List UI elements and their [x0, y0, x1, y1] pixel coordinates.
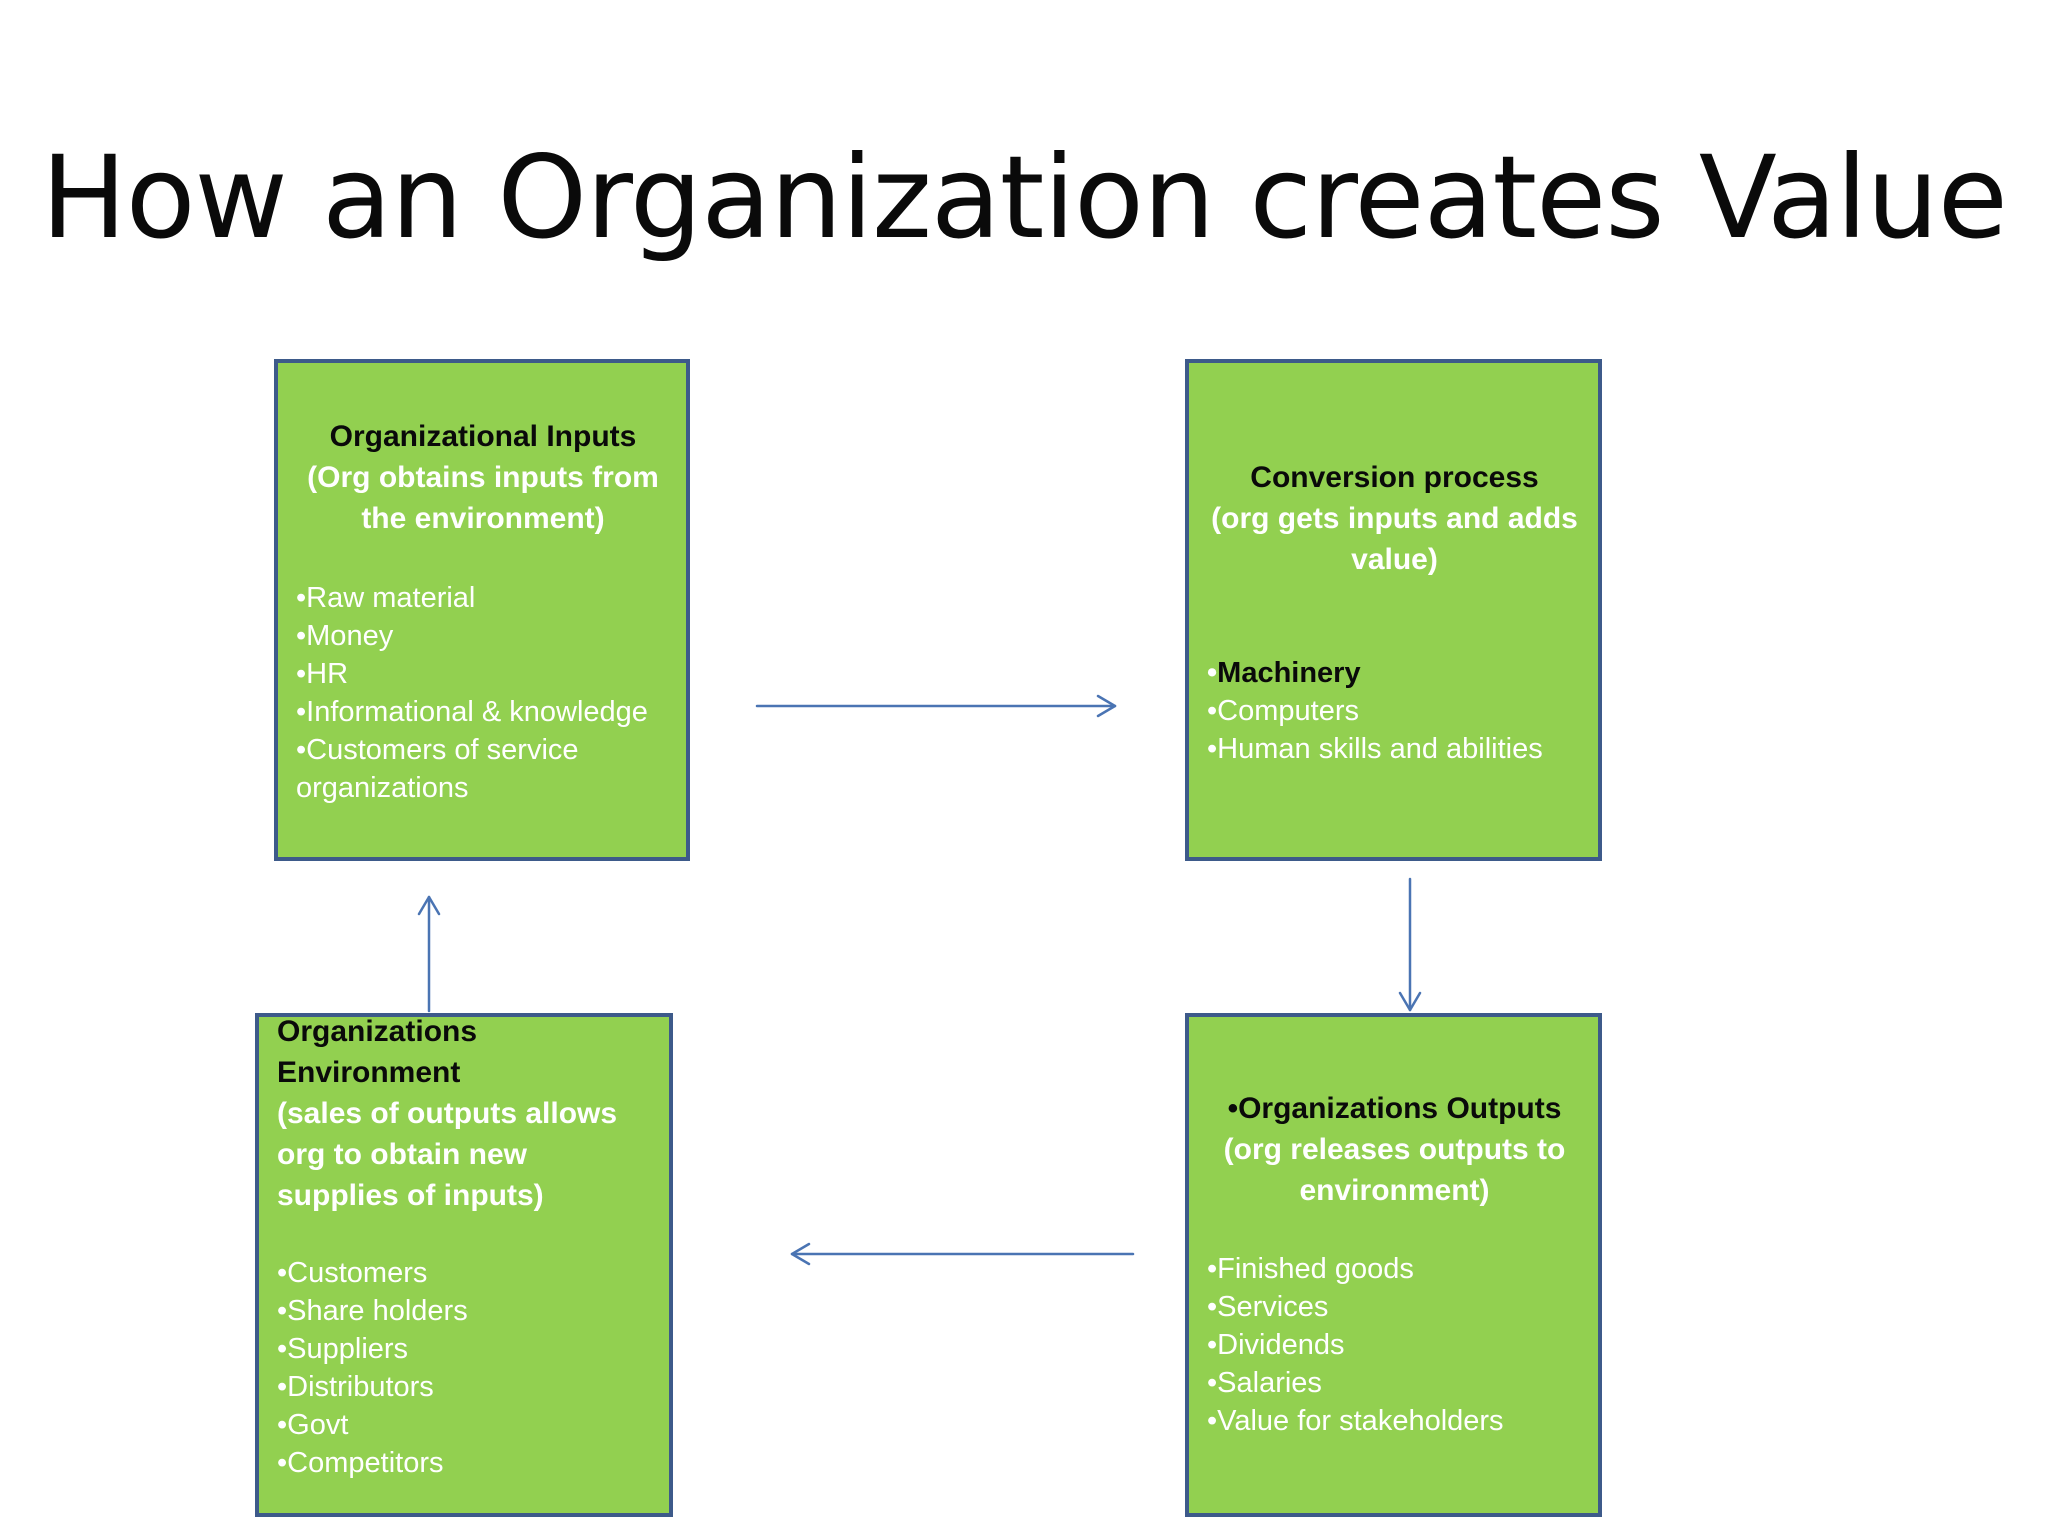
list-item: •Human skills and abilities	[1207, 733, 1543, 765]
arrow-up-icon	[417, 895, 441, 1013]
heading-line: (org releases outputs to	[1223, 1133, 1566, 1166]
list-item: •Finished goods	[1207, 1253, 1414, 1285]
arrow-left-icon	[790, 1242, 1135, 1266]
list-item: •Customers	[277, 1257, 428, 1289]
organizational-inputs-heading: Organizational Inputs (Org obtains input…	[288, 416, 678, 539]
list-item: •Share holders	[277, 1295, 468, 1327]
arrow-down-icon	[1398, 877, 1422, 1012]
list-item: •Value for stakeholders	[1207, 1405, 1504, 1437]
organizations-environment-box: Organizations Environment (sales of outp…	[255, 1013, 673, 1517]
organizations-environment-list: •Customers •Share holders •Suppliers •Di…	[277, 1254, 667, 1482]
list-item: •Raw material	[296, 582, 476, 614]
list-item: •HR	[296, 658, 349, 690]
list-item: •Competitors	[277, 1447, 444, 1479]
heading-line: Organizational Inputs	[329, 420, 637, 453]
list-item: •Money	[296, 620, 394, 652]
heading-line: •Organizations Outputs	[1227, 1092, 1562, 1125]
heading-line: (sales of outputs allows	[277, 1097, 618, 1130]
heading-line: supplies of inputs)	[277, 1179, 544, 1212]
list-item: •Suppliers	[277, 1333, 409, 1365]
heading-line: (Org obtains inputs from	[307, 461, 659, 494]
organizations-outputs-box: •Organizations Outputs (org releases out…	[1185, 1013, 1602, 1517]
list-item: •Machinery	[1207, 657, 1361, 689]
list-item: •Salaries	[1207, 1367, 1322, 1399]
heading-line: (org gets inputs and adds	[1211, 502, 1578, 535]
arrow-right-icon	[755, 694, 1117, 718]
list-item: •Govt	[277, 1409, 349, 1441]
list-item: •Informational & knowledge	[296, 696, 648, 728]
conversion-process-list: •Machinery •Computers •Human skills and …	[1207, 654, 1597, 768]
list-item: •Distributors	[277, 1371, 434, 1403]
organizations-outputs-list: •Finished goods •Services •Dividends •Sa…	[1207, 1250, 1597, 1440]
organizations-environment-heading: Organizations Environment (sales of outp…	[277, 1011, 667, 1216]
list-item: organizations	[296, 772, 469, 804]
heading-line: Environment	[277, 1056, 461, 1089]
list-item: •Services	[1207, 1291, 1329, 1323]
heading-line: Organizations	[277, 1015, 478, 1048]
conversion-process-heading: Conversion process (org gets inputs and …	[1199, 457, 1590, 580]
heading-line: the environment)	[361, 502, 605, 535]
heading-line: value)	[1351, 543, 1438, 576]
heading-line: org to obtain new	[277, 1138, 527, 1171]
heading-line: environment)	[1299, 1174, 1490, 1207]
organizational-inputs-list: •Raw material •Money •HR •Informational …	[296, 579, 686, 807]
heading-line: Conversion process	[1250, 461, 1539, 494]
organizational-inputs-box: Organizational Inputs (Org obtains input…	[274, 359, 690, 861]
list-item: •Computers	[1207, 695, 1359, 727]
list-item: •Dividends	[1207, 1329, 1345, 1361]
slide-title: How an Organization creates Value	[41, 131, 2008, 264]
conversion-process-box: Conversion process (org gets inputs and …	[1185, 359, 1602, 861]
organizations-outputs-heading: •Organizations Outputs (org releases out…	[1199, 1088, 1590, 1211]
list-item: •Customers of service	[296, 734, 579, 766]
